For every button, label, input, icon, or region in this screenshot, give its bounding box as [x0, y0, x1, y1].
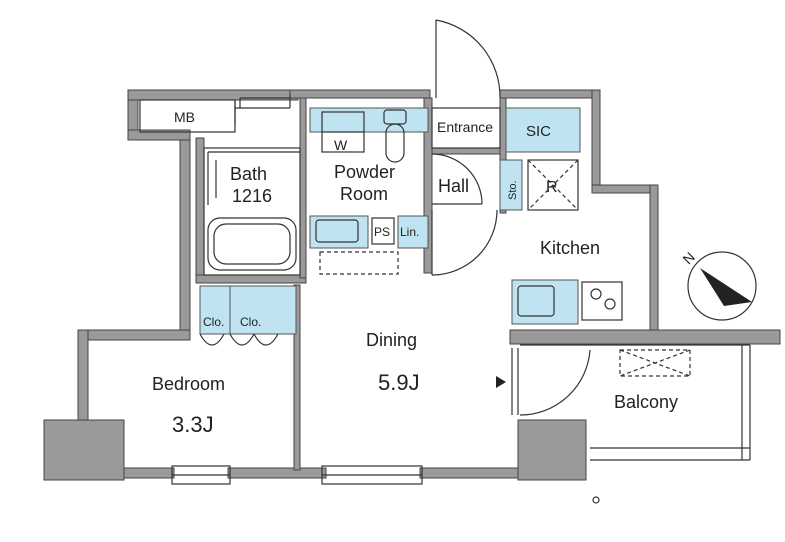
bathtub [207, 217, 297, 271]
kitchen-sink [517, 285, 555, 317]
storage-sto [499, 159, 523, 211]
bedroom-size-label: 3.3J [172, 412, 214, 437]
closet-2-label: Clo. [240, 315, 261, 329]
bath-label: Bath [230, 164, 267, 184]
linen-closet [397, 215, 429, 249]
ps-label: PS [374, 225, 390, 239]
compass: N [679, 249, 757, 321]
thin-lines [139, 95, 751, 504]
ps-box [371, 217, 395, 245]
dining-size-label: 5.9J [378, 370, 420, 395]
door-swings [431, 19, 591, 416]
balcony-label: Balcony [614, 392, 678, 412]
powder-room-label-1: Powder [334, 162, 395, 182]
closet-1 [199, 285, 231, 335]
bath-size-label: 1216 [232, 186, 272, 206]
linen-label: Lin. [400, 225, 419, 239]
storage-fills [199, 107, 581, 335]
dining-label: Dining [366, 330, 417, 350]
bedroom-label: Bedroom [152, 374, 225, 394]
walls [43, 89, 781, 481]
kitchen-counter [511, 279, 579, 325]
stove [581, 281, 623, 321]
kitchen-label: Kitchen [540, 238, 600, 258]
closet-1-label: Clo. [203, 315, 224, 329]
compass-needle-icon [700, 268, 752, 306]
labels: MB Bath 1216 Powder Room W Entrance SIC … [152, 109, 678, 437]
entry-arrow-marker [496, 376, 506, 388]
hall-label: Hall [438, 176, 469, 196]
closet-2 [229, 285, 297, 335]
mb-label: MB [174, 109, 195, 125]
sic-label: SIC [526, 123, 551, 140]
vanity-counter [309, 215, 369, 249]
powder-room-label-2: Room [340, 184, 388, 204]
storage-label: Sto. [507, 180, 519, 200]
washer-label: W [334, 137, 348, 153]
entrance-label: Entrance [437, 119, 493, 135]
fridge-label: R [546, 179, 558, 196]
sic-area [505, 107, 581, 153]
fridge-box [527, 159, 579, 211]
